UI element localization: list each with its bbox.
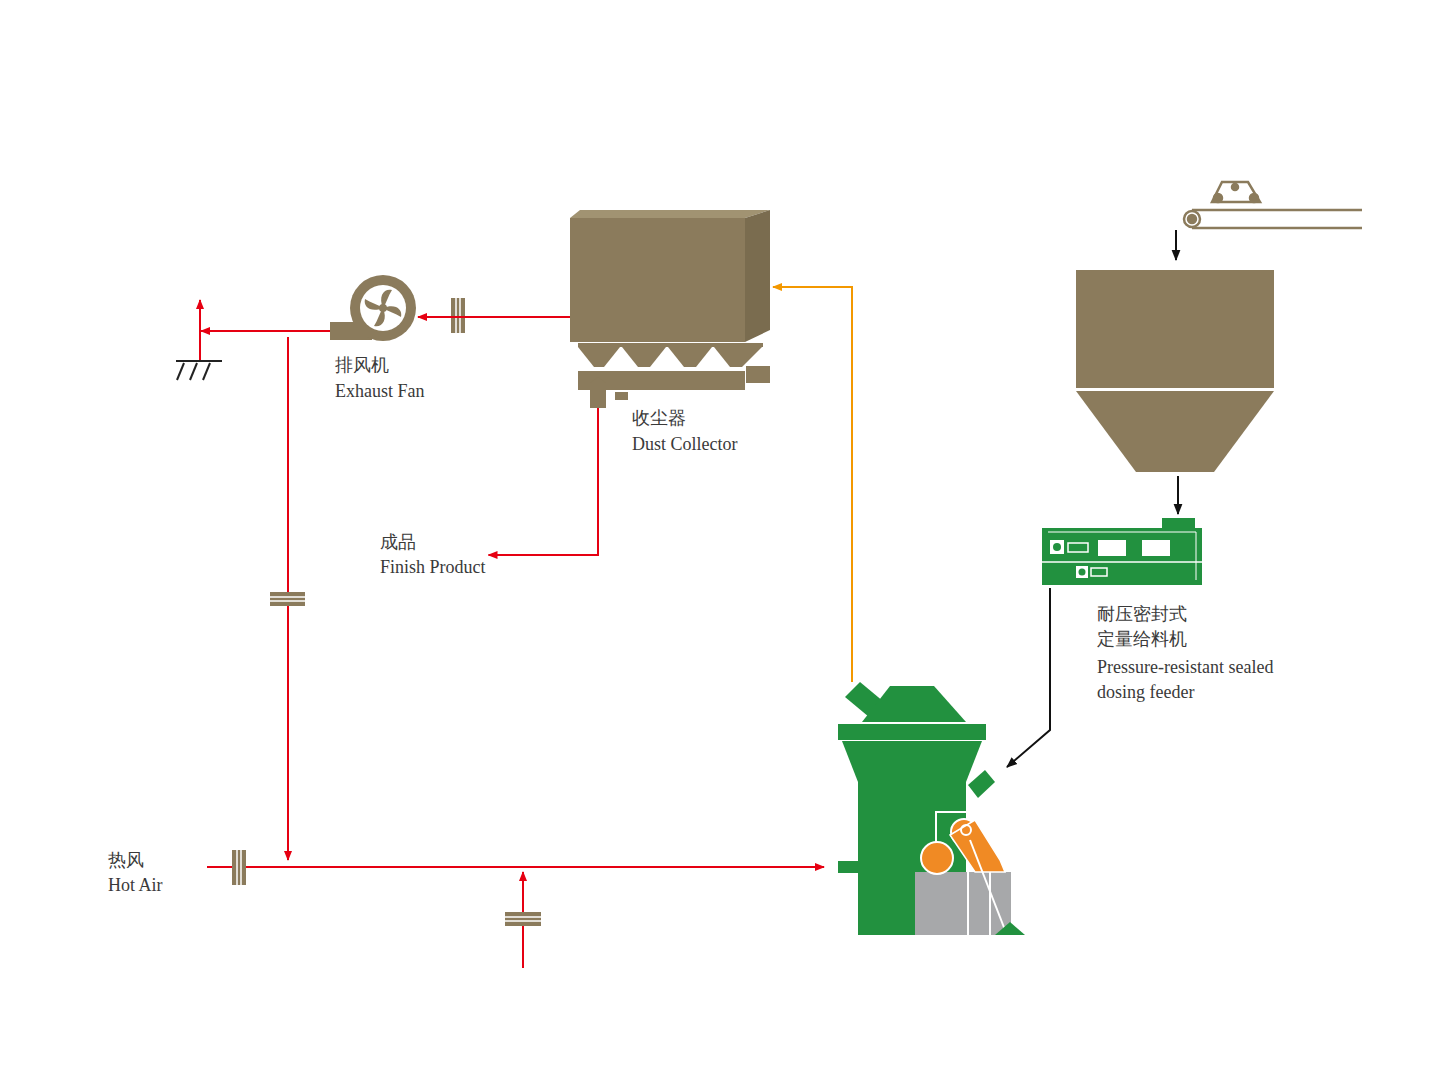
- valve: [232, 850, 246, 885]
- air-flow-line: [418, 316, 570, 318]
- hot-air: 热风Hot Air: [108, 848, 163, 898]
- dust-collector: 收尘器Dust Collector: [570, 210, 770, 408]
- valve: [451, 298, 465, 333]
- dosing-feeder-body: [1042, 518, 1202, 585]
- feeder-to-mill-line: [1007, 588, 1050, 767]
- valve: [505, 912, 541, 926]
- air-flow-line: [489, 408, 598, 555]
- chinese-label: 耐压密封式 定量给料机: [1097, 602, 1194, 652]
- english-label: Hot Air: [108, 873, 163, 898]
- chinese-label: 收尘器: [632, 406, 686, 431]
- conveyor-arrow: [1175, 230, 1177, 260]
- chinese-label: 排风机: [335, 353, 389, 378]
- belt-conveyor: [1184, 182, 1362, 228]
- mill-to-collector-line: [773, 287, 852, 682]
- finish-product: 成品Finish Product: [380, 530, 486, 580]
- chinese-label: 成品: [380, 530, 486, 555]
- air-ducts: [200, 300, 824, 968]
- hopper-arrow: [1177, 476, 1179, 514]
- grinding-mill: [838, 682, 1025, 935]
- english-label: Pressure-resistant sealed dosing feeder: [1097, 655, 1277, 705]
- exhaust-fan: 排风机Exhaust Fan: [330, 274, 418, 342]
- english-label: Dust Collector: [632, 432, 738, 457]
- chinese-label: 热风: [108, 848, 163, 873]
- valve: [270, 592, 305, 606]
- english-label: Finish Product: [380, 555, 486, 580]
- ground-symbol: [176, 361, 222, 380]
- dosing-feeder: 耐压密封式 定量给料机Pressure-resistant sealed dos…: [1042, 518, 1202, 585]
- feed-hopper: [1076, 270, 1274, 472]
- dust-collector-body: [570, 210, 770, 408]
- english-label: Exhaust Fan: [335, 379, 425, 404]
- exhaust-fan-body: [330, 275, 416, 341]
